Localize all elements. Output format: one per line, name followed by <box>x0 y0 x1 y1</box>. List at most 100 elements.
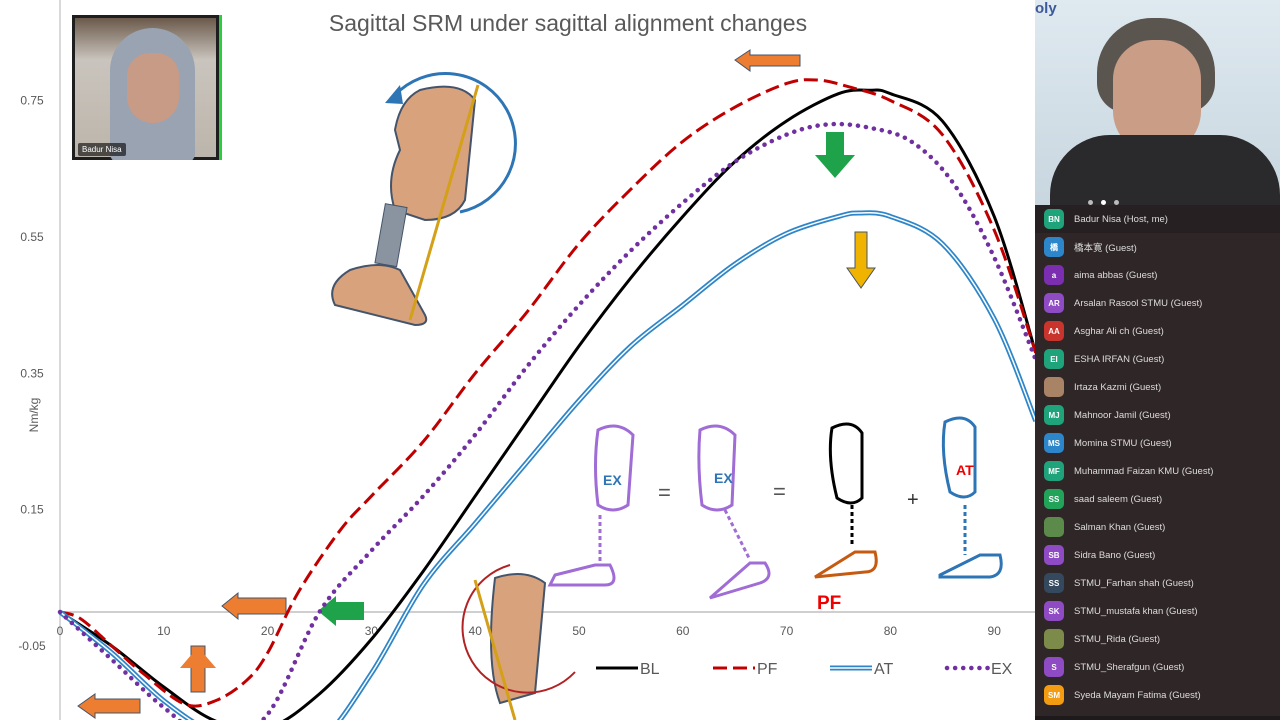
at-label: AT <box>956 462 974 478</box>
x-tick-label: 60 <box>676 624 690 638</box>
participant-avatar: EI <box>1044 349 1064 369</box>
y-tick-label: -0.05 <box>18 639 46 653</box>
participant-name: ESHA IRFAN (Guest) <box>1074 353 1165 365</box>
participant-avatar: MF <box>1044 461 1064 481</box>
y-tick-label: 0.55 <box>20 230 44 244</box>
equals-sign: = <box>658 480 671 505</box>
participant-name: Momina STMU (Guest) <box>1074 437 1172 449</box>
participant-row[interactable]: SS saad saleem (Guest) <box>1035 485 1280 513</box>
background-logo: oly <box>1035 0 1057 17</box>
x-tick-label: 0 <box>57 624 64 638</box>
participant-name: aima abbas (Guest) <box>1074 269 1158 281</box>
participant-name: STMU_mustafa khan (Guest) <box>1074 605 1198 617</box>
y-tick-label: 0.35 <box>20 366 44 380</box>
series-pf-line <box>59 78 1035 708</box>
arrow-left-icon <box>318 596 364 626</box>
arrow-up-icon <box>180 647 216 668</box>
participant-row[interactable]: SM Syeda Mayam Fatima (Guest) <box>1035 681 1280 709</box>
participant-name: STMU_Farhan shah (Guest) <box>1074 577 1194 589</box>
participant-avatar: AR <box>1044 293 1064 313</box>
participant-avatar: 橋 <box>1044 237 1064 257</box>
participant-avatar: SM <box>1044 685 1064 705</box>
participant-avatar: MS <box>1044 433 1064 453</box>
participant-name: Muhammad Faizan KMU (Guest) <box>1074 465 1214 477</box>
participant-row[interactable]: 橋橋本寛 (Guest) <box>1035 233 1280 261</box>
participant-row[interactable]: SK STMU_mustafa khan (Guest) <box>1035 597 1280 625</box>
participant-avatar: a <box>1044 265 1064 285</box>
participant-row[interactable]: Irtaza Kazmi (Guest) <box>1035 373 1280 401</box>
y-tick-label: 0.15 <box>20 503 44 517</box>
participant-avatar: SK <box>1044 601 1064 621</box>
participant-name: Syeda Mayam Fatima (Guest) <box>1074 689 1201 701</box>
series-at-line <box>58 210 1035 720</box>
participant-name: Arsalan Rasool STMU (Guest) <box>1074 297 1203 309</box>
participant-row[interactable]: MS Momina STMU (Guest) <box>1035 429 1280 457</box>
participant-avatar: S <box>1044 657 1064 677</box>
self-video-tile[interactable]: Badur Nisa <box>72 15 222 160</box>
participant-avatar: SB <box>1044 545 1064 565</box>
speaker-video[interactable]: oly <box>1035 0 1280 207</box>
prosthesis-illustration-top <box>331 72 517 327</box>
plus-sign: + <box>907 489 919 511</box>
participant-avatar: SS <box>1044 489 1064 509</box>
arrow-left-icon <box>734 49 801 72</box>
arrow-left-icon <box>77 693 141 719</box>
participant-avatar <box>1044 629 1064 649</box>
video-page-dots[interactable] <box>1088 200 1119 205</box>
x-tick-label: 90 <box>988 624 1002 638</box>
participant-avatar <box>1044 377 1064 397</box>
participant-row[interactable]: AA Asghar Ali ch (Guest) <box>1035 317 1280 345</box>
arrow-down-icon <box>846 231 876 289</box>
series-at-line-inner <box>59 212 1035 720</box>
participant-name: Asghar Ali ch (Guest) <box>1074 325 1164 337</box>
participant-name: Salman Khan (Guest) <box>1074 521 1166 533</box>
participant-row[interactable]: MJ Mahnoor Jamil (Guest) <box>1035 401 1280 429</box>
legend-label-pf: PF <box>757 661 778 678</box>
participant-name: Irtaza Kazmi (Guest) <box>1074 381 1162 393</box>
series-bl-line <box>59 88 1035 720</box>
participant-name: saad saleem (Guest) <box>1074 493 1163 505</box>
y-tick-label: 0.75 <box>20 94 44 108</box>
equals-sign: = <box>773 479 786 504</box>
participant-avatar: MJ <box>1044 405 1064 425</box>
participant-row[interactable]: STMU_Rida (Guest) <box>1035 625 1280 653</box>
equation-diagram <box>547 416 1003 600</box>
slide-illustrations: EX EX AT PF = = + <box>77 49 1003 720</box>
participant-row[interactable]: EI ESHA IRFAN (Guest) <box>1035 345 1280 373</box>
participant-name: Mahnoor Jamil (Guest) <box>1074 409 1171 421</box>
x-tick-label: 40 <box>469 624 483 638</box>
participant-row[interactable]: SS STMU_Farhan shah (Guest) <box>1035 569 1280 597</box>
participant-row[interactable]: MF Muhammad Faizan KMU (Guest) <box>1035 457 1280 485</box>
participant-avatar <box>1044 517 1064 537</box>
x-tick-label: 70 <box>780 624 794 638</box>
pf-label: PF <box>817 593 841 614</box>
participant-avatar: AA <box>1044 321 1064 341</box>
arrow-down-icon <box>815 132 855 178</box>
arrow-left-icon <box>221 591 287 621</box>
self-video-name: Badur Nisa <box>78 143 126 156</box>
legend-label-ex: EX <box>991 661 1013 678</box>
x-tick-label: 20 <box>261 624 275 638</box>
participant-row[interactable]: Salman Khan (Guest) <box>1035 513 1280 541</box>
participant-name: STMU_Rida (Guest) <box>1074 633 1161 645</box>
y-axis-label: Nm/kg <box>27 398 41 433</box>
participant-avatar: BN <box>1044 209 1064 229</box>
participant-avatar: SS <box>1044 573 1064 593</box>
ex-label: EX <box>603 472 622 488</box>
participant-name: 橋本寛 (Guest) <box>1074 243 1137 254</box>
ex-label: EX <box>714 470 733 486</box>
participant-row[interactable]: a aima abbas (Guest) <box>1035 261 1280 289</box>
prosthesis-illustration-bottom <box>461 564 576 720</box>
x-tick-label: 80 <box>884 624 898 638</box>
x-tick-label: 10 <box>157 624 171 638</box>
legend-label-bl: BL <box>640 661 660 678</box>
participant-row[interactable]: AR Arsalan Rasool STMU (Guest) <box>1035 289 1280 317</box>
slide-title: Sagittal SRM under sagittal alignment ch… <box>328 10 808 36</box>
